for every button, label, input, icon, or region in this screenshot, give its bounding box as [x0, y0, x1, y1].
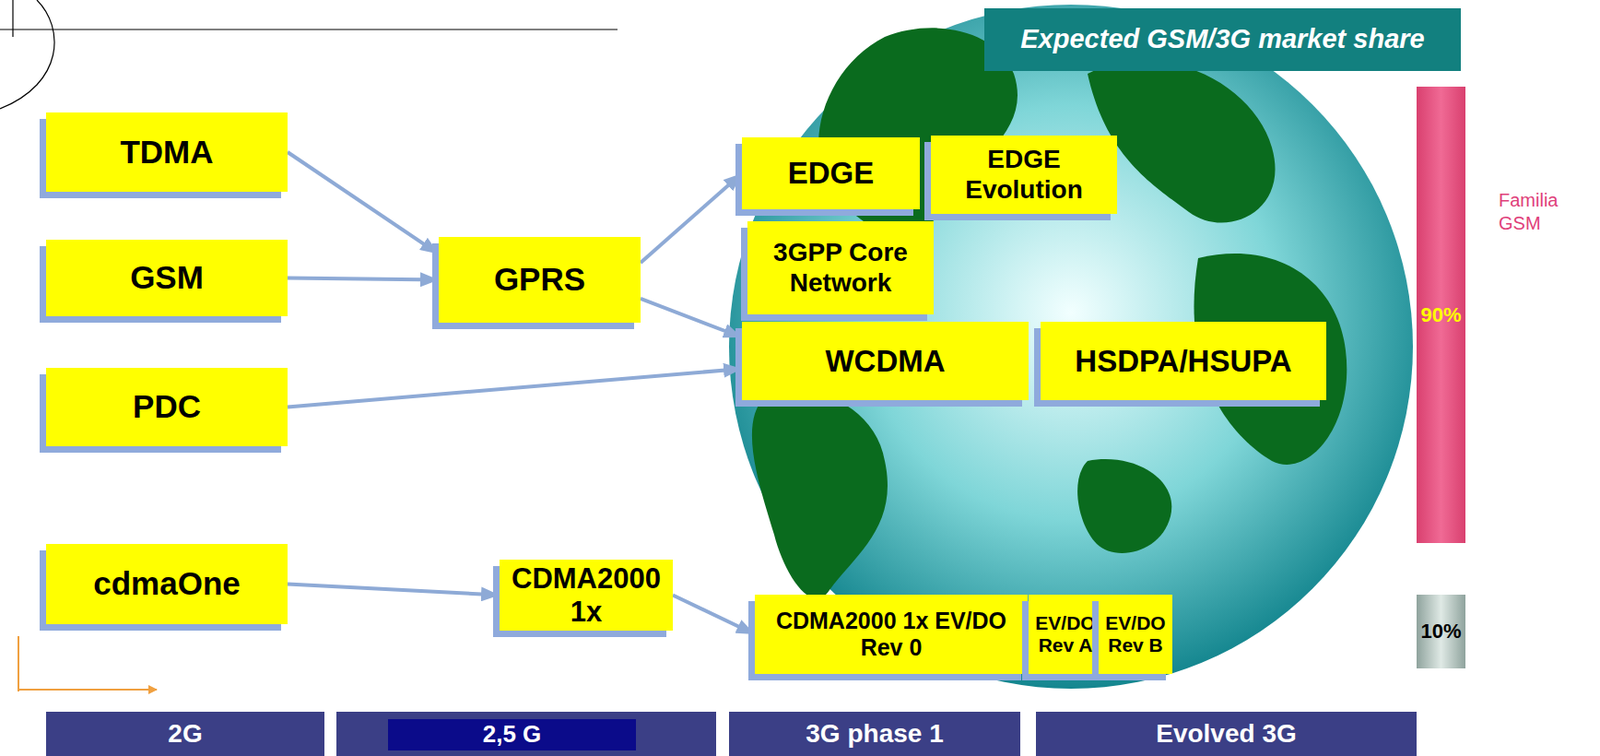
side-label: Familia GSM — [1498, 188, 1575, 236]
share-bar: 90% — [1416, 86, 1466, 543]
evolution-arrow — [287, 152, 439, 255]
node-text: 2G — [167, 718, 202, 749]
node-text: 90% — [1420, 303, 1461, 327]
node-text: cdmaOne — [93, 564, 241, 602]
node-text: WCDMA — [824, 343, 945, 379]
node-text: EDGE Evolution — [930, 144, 1118, 204]
node-text: PDC — [132, 388, 201, 425]
tech-box: CDMA2000 1x — [499, 559, 673, 631]
guide-line — [0, 28, 618, 30]
phase-band: 3G phase 1 — [729, 711, 1021, 756]
title-banner: Expected GSM/3G market share — [984, 8, 1461, 71]
tech-box: EV/DO Rev B — [1098, 594, 1173, 674]
axis-arrow — [18, 688, 157, 691]
phase-band: Evolved 3G — [1035, 711, 1417, 756]
node-text: CDMA2000 1x EV/DO Rev 0 — [754, 607, 1028, 661]
evolution-arrow — [672, 595, 755, 636]
tech-box: EDGE — [741, 137, 920, 210]
node-text: EDGE — [788, 155, 875, 191]
tech-box: 3GPP Core Network — [747, 221, 934, 315]
node-text: EV/DO Rev A — [1028, 611, 1103, 657]
evolution-arrow — [640, 173, 742, 263]
node-text: GSM — [129, 258, 204, 296]
share-bar: 10% — [1416, 594, 1466, 669]
evolution-arrow — [287, 368, 742, 408]
tech-box: EV/DO Rev A — [1028, 594, 1103, 674]
tech-box: TDMA — [46, 112, 288, 192]
node-text: 10% — [1420, 619, 1461, 643]
tech-box: GSM — [46, 239, 288, 317]
tech-box: HSDPA/HSUPA — [1040, 321, 1327, 400]
node-text: HSDPA/HSUPA — [1074, 343, 1292, 379]
axis-line — [17, 635, 20, 692]
evolution-arrow — [640, 298, 742, 338]
guide-line — [11, 0, 13, 37]
tech-box: CDMA2000 1x EV/DO Rev 0 — [754, 594, 1028, 674]
node-text: CDMA2000 1x — [499, 562, 673, 628]
node-text: EV/DO Rev B — [1098, 611, 1173, 657]
guide-arc — [0, 0, 55, 109]
tech-box: GPRS — [438, 236, 641, 323]
tech-box: cdmaOne — [46, 543, 288, 624]
node-text: 2,5 G — [482, 720, 542, 749]
tech-box: EDGE Evolution — [930, 135, 1118, 214]
phase-label-box: 2,5 G — [388, 718, 636, 751]
phase-band: 2G — [46, 711, 325, 756]
node-text: Evolved 3G — [1155, 718, 1297, 749]
phase-band — [336, 711, 717, 756]
title-text: Expected GSM/3G market share — [1020, 23, 1424, 55]
tech-box: WCDMA — [741, 321, 1029, 400]
evolution-arrow — [287, 278, 439, 281]
node-text: 3G phase 1 — [805, 718, 943, 749]
node-text: 3GPP Core Network — [747, 237, 934, 297]
node-text: GPRS — [494, 260, 586, 298]
tech-box: PDC — [46, 367, 288, 447]
evolution-arrow — [287, 584, 500, 596]
globe — [729, 4, 1413, 689]
node-text: TDMA — [119, 133, 213, 171]
